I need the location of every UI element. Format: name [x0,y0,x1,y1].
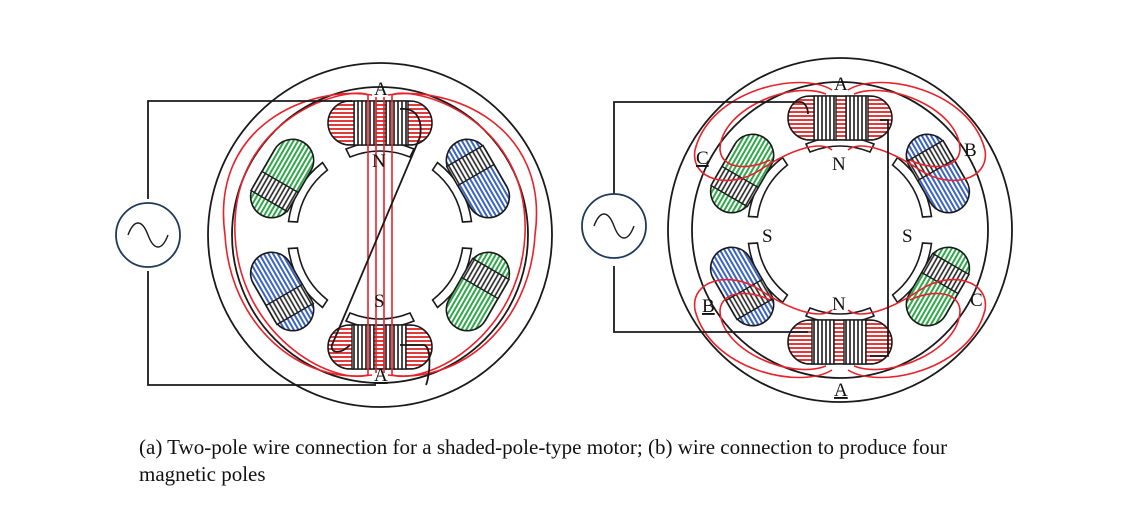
motor-b-coil-blue-right [905,133,971,214]
motor-b-coil-green-right [905,246,971,327]
motor-b-label-c-right: C [970,290,983,311]
motor-a-coil-blue-left [249,251,315,332]
motor-b-outer-frame [667,57,1013,403]
motor-b: A A N N S S B B C C [581,57,1013,403]
motor-b-label-b-left: B [702,296,715,317]
motor-a-label-north: N [372,151,386,172]
motor-a-label-bottom: A [374,365,388,386]
motor-a-label-top: A [374,79,388,100]
sine-wave-icon [593,213,635,239]
motor-b-coil-blue-left [709,246,775,327]
motor-b-label-south-right: S [902,226,913,247]
motor-b-coil-green-left [709,133,775,214]
motor-b-flux-lines [693,81,987,379]
motor-b-coil-a-top [787,95,893,141]
motor-b-label-north-top: N [832,154,846,175]
motor-b-label-c-left: C [696,148,709,169]
motor-b-coil-a-bottom [787,319,893,365]
motor-b-label-south-left: S [762,226,773,247]
motor-a-coil-a-top [327,100,433,146]
motor-a-flux-lines [222,92,538,377]
motor-b-label-bottom: A [834,380,848,401]
figure-caption: (a) Two-pole wire connection for a shade… [139,435,948,486]
motor-a-ac-source [115,202,181,268]
motor-b-stator-ring [691,81,989,379]
sine-wave-icon [127,222,169,248]
motor-a-coil-green-right [445,251,511,332]
motor-b-label-north-bottom: N [832,294,846,315]
motor-b-wiring [613,101,889,357]
motor-b-label-top: A [834,74,848,95]
motor-a-outer-frame [207,62,553,408]
motor-a: A A N S [115,62,553,408]
motor-b-label-b-right: B [964,140,977,161]
motor-a-coil-green-left [249,138,315,219]
motor-a-coil-blue-right [445,138,511,219]
motor-b-ac-source [581,193,647,259]
motor-a-label-south: S [374,291,385,312]
motor-a-wiring [147,100,431,386]
motor-a-stator-ring [231,86,529,384]
motor-a-coil-a-bottom [327,324,433,370]
